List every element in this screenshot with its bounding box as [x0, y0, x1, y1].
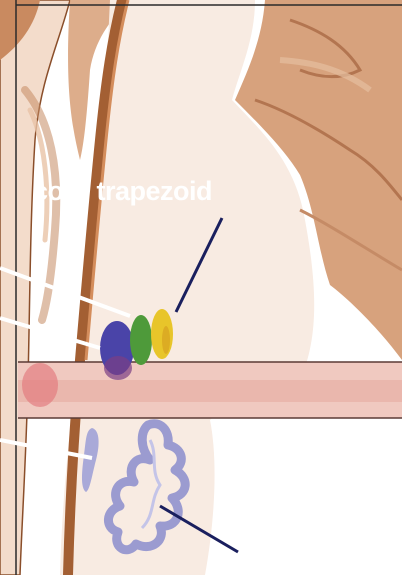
nucleus-yellow: [151, 309, 173, 359]
section-band-shade: [18, 380, 402, 402]
nucleus-green: [130, 315, 152, 365]
nucleus-yellow-shade: [162, 326, 170, 354]
corp-trapezoid-label: corp trapezoid: [33, 176, 212, 207]
band-red-spot: [22, 363, 58, 407]
nucleus-purple-overlay: [104, 356, 132, 380]
